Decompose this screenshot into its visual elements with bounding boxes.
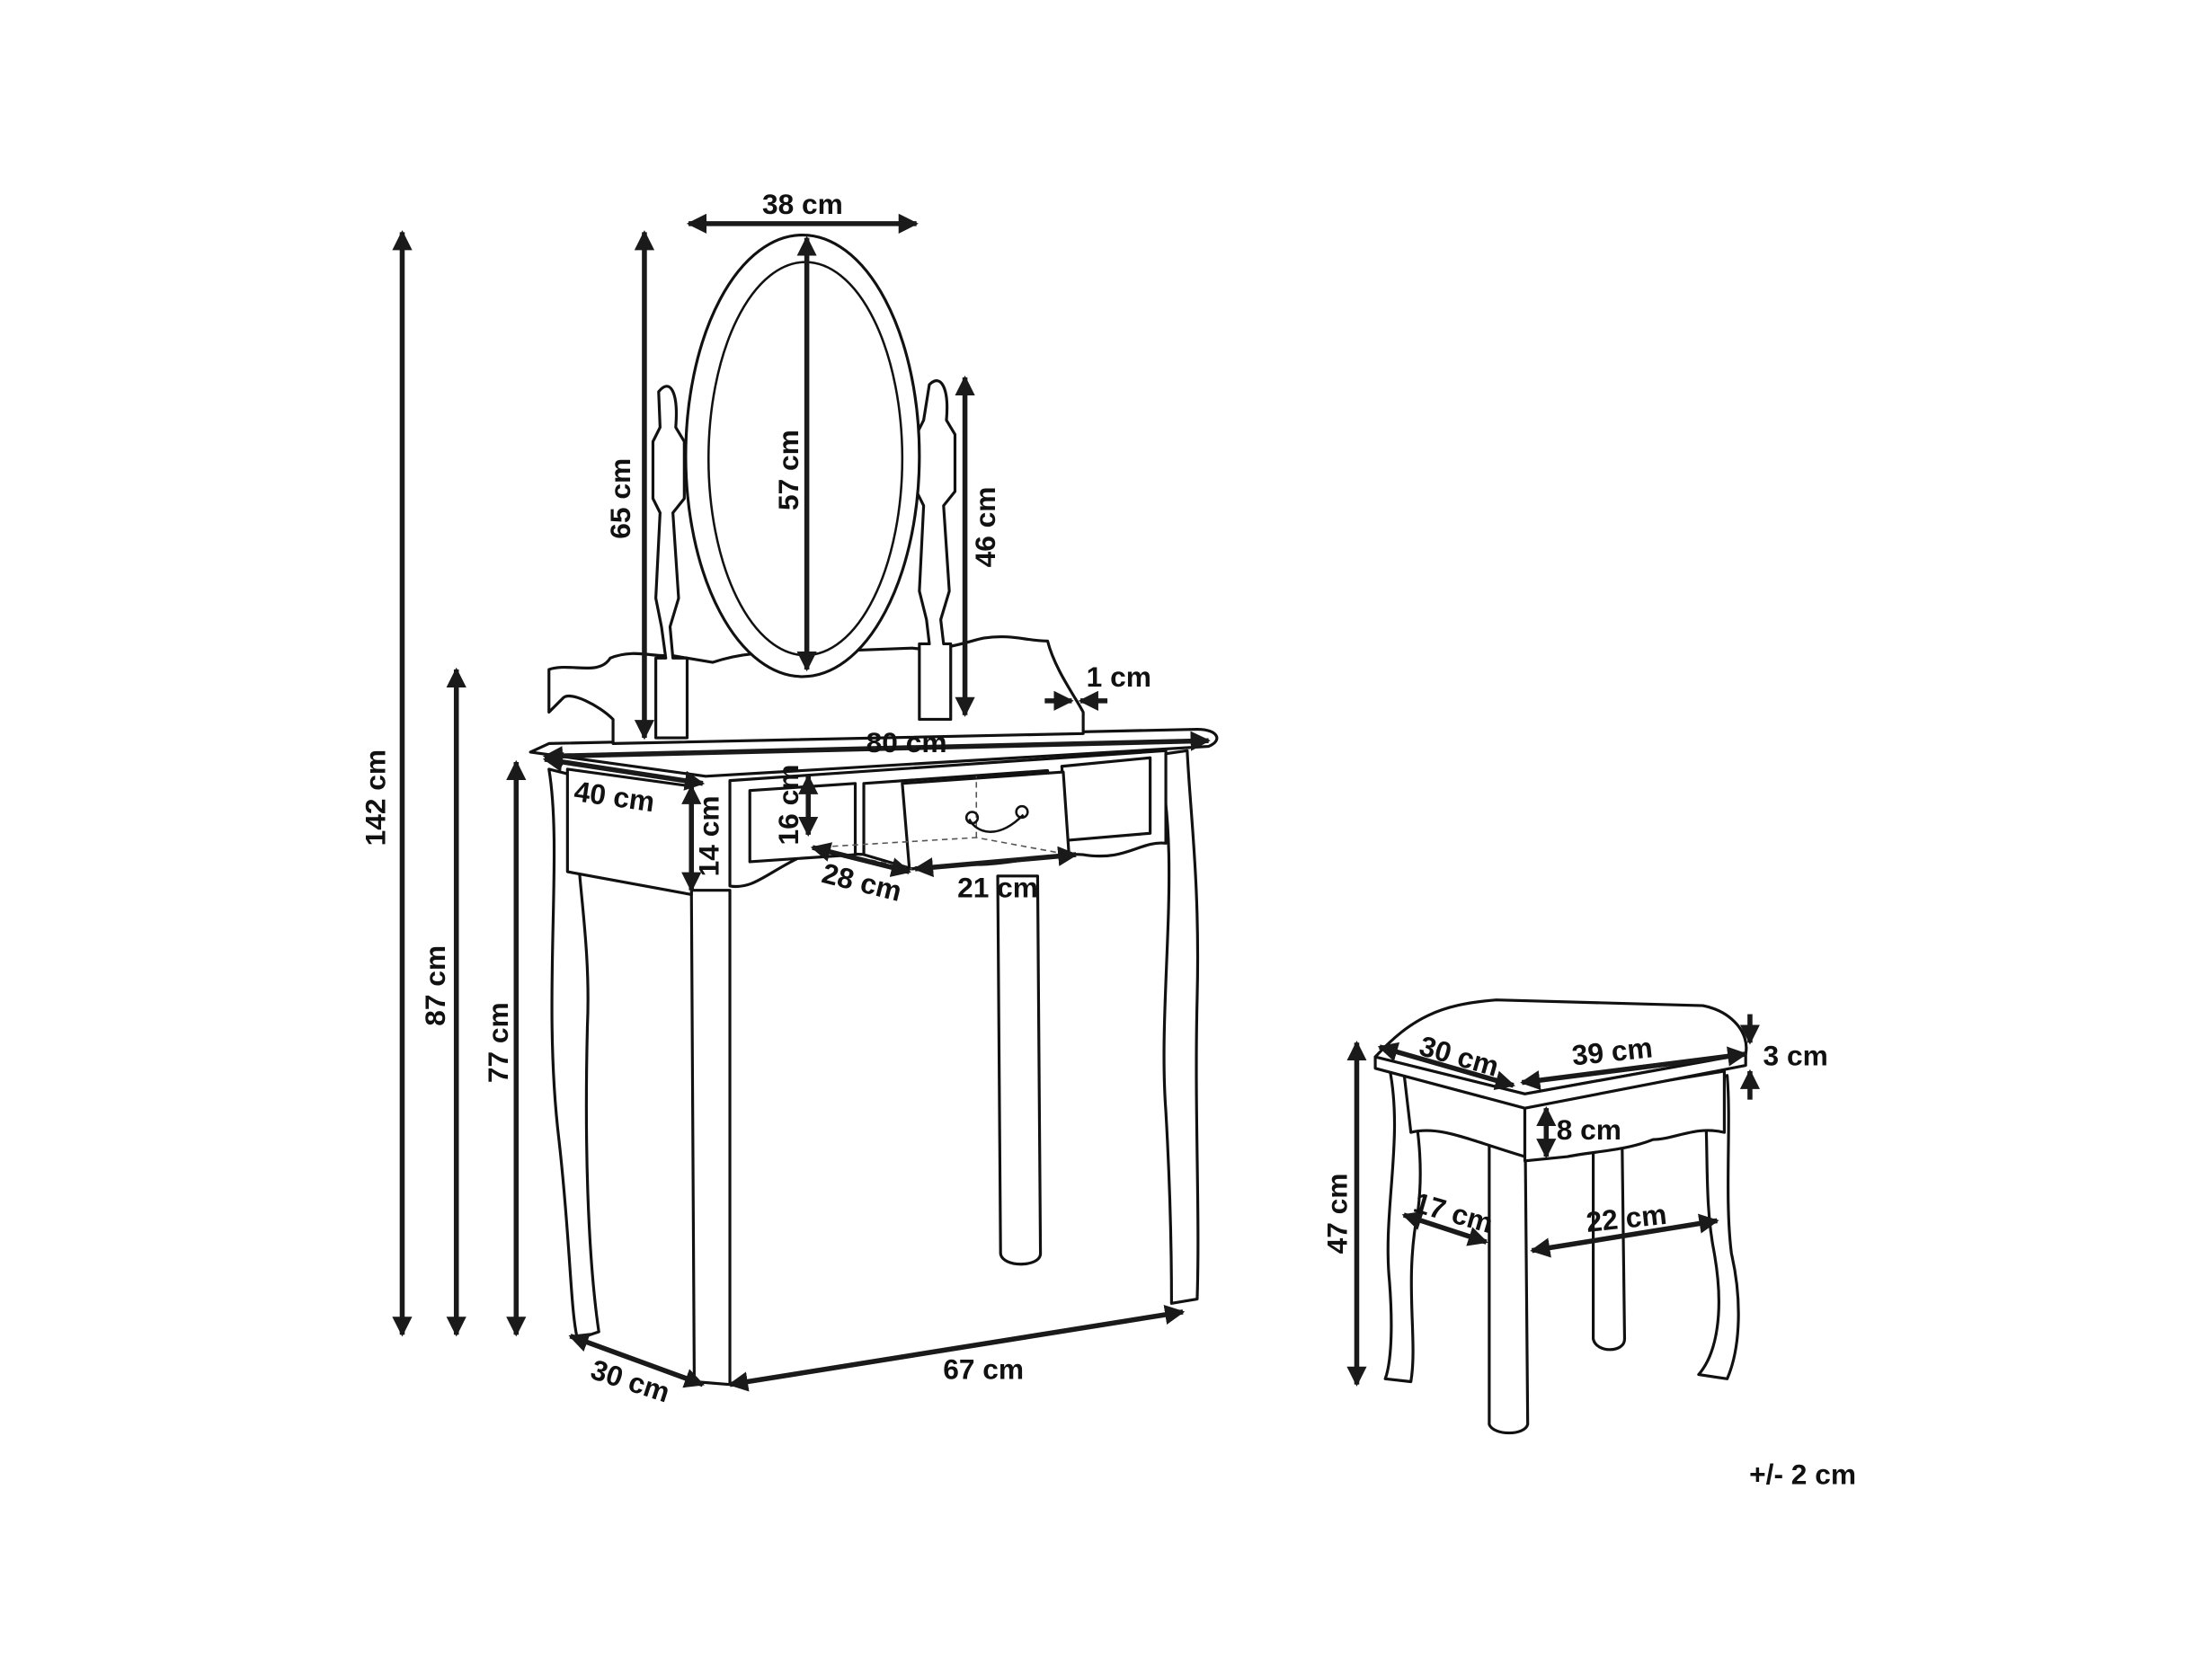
stool-height-label: 47 cm bbox=[1320, 1174, 1353, 1255]
leg-depth-label: 30 cm bbox=[587, 1353, 674, 1409]
leg-width-label: 67 cm bbox=[943, 1352, 1024, 1385]
total-height-label: 142 cm bbox=[359, 749, 391, 846]
backrail-height-label: 87 cm bbox=[419, 945, 451, 1026]
mirror-width-label: 38 cm bbox=[762, 188, 843, 220]
tolerance-note: +/- 2 cm bbox=[1749, 1459, 1856, 1491]
drawer-width-label: 21 cm bbox=[957, 872, 1038, 904]
backrail-thickness-label: 1 cm bbox=[1087, 661, 1151, 693]
post-height-label: 46 cm bbox=[969, 487, 1001, 568]
stool-apron-height-label: 8 cm bbox=[1557, 1113, 1621, 1146]
mirror-height-label: 57 cm bbox=[772, 430, 804, 510]
drawer-height-label: 16 cm bbox=[772, 765, 804, 846]
dimension-lines bbox=[392, 213, 1761, 1392]
stool-cushion-height-label: 3 cm bbox=[1763, 1040, 1828, 1072]
apron-height-label: 14 cm bbox=[692, 795, 724, 876]
mirror-total-height-label: 65 cm bbox=[604, 458, 636, 539]
table-height-label: 77 cm bbox=[482, 1002, 514, 1083]
table-width-label: 80 cm bbox=[866, 726, 947, 758]
